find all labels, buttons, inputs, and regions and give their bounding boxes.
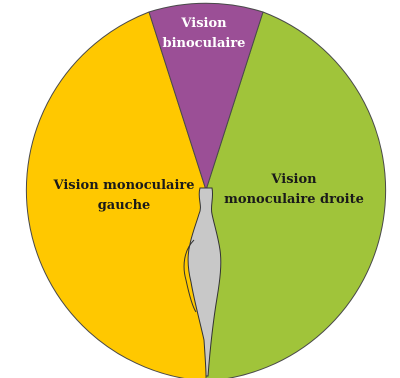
left-label-line2: gauche [98,198,151,213]
left-label-line1: Vision monoculaire [52,178,194,193]
right-label-line2: monoculaire droite [224,192,364,207]
left-monocular-sector [25,11,207,378]
right-monocular-sector [205,11,387,378]
head-silhouette [187,187,222,377]
ear-outline [183,239,197,313]
right-label-line1: Vision [270,172,317,187]
binocular-sector [148,2,264,192]
binocular-label-line2: binoculaire [163,36,246,51]
binocular-label-line1: Vision [180,16,227,31]
